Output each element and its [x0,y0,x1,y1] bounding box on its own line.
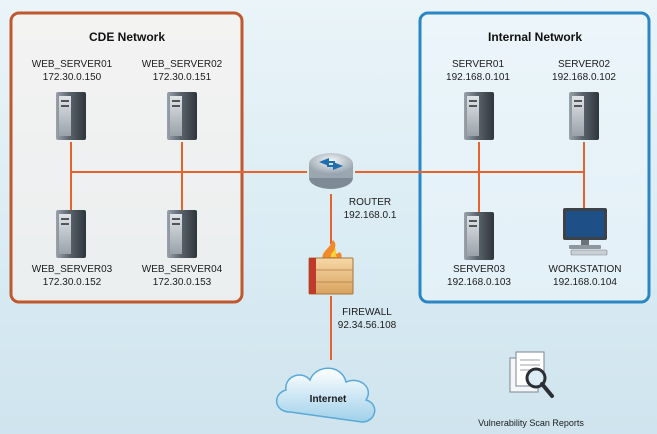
internal-network-box [418,11,651,304]
server-name: SERVER03 [452,264,506,275]
workstation-name: WORKSTATION [548,264,622,275]
server-icon [569,92,599,140]
server-name: WEB_SERVER04 [141,264,223,275]
internal-network-title: Internal Network [487,30,583,44]
cde-network-box [9,11,244,304]
server-name: WEB_SERVER01 [31,59,113,70]
server-ip: 172.30.0.151 [152,72,212,83]
firewall-ip: 92.34.56.108 [337,320,397,331]
server-name: SERVER02 [557,59,611,70]
server-icon [464,92,494,140]
internet-label: Internet [309,394,347,405]
workstation-ip: 192.168.0.104 [553,277,617,288]
server-icon [464,212,494,260]
workstation-icon [563,208,608,256]
server-ip: 172.30.0.150 [42,72,102,83]
server-name: WEB_SERVER03 [31,264,113,275]
reports-label: Vulnerability Scan Reports [478,418,584,428]
server-ip: 192.168.0.103 [447,277,511,288]
server-icon [167,92,197,140]
server-name: SERVER01 [451,59,505,70]
vulnerability-reports-icon [509,351,554,398]
firewall-name: FIREWALL [342,307,392,318]
router-icon [309,153,353,189]
router-name: ROUTER [348,197,392,208]
server-ip: 192.168.0.101 [446,72,510,83]
firewall-icon [308,240,354,295]
server-ip: 172.30.0.153 [152,277,212,288]
server-icon [56,92,86,140]
server-ip: 192.168.0.102 [552,72,616,83]
server-ip: 172.30.0.152 [42,277,102,288]
router-ip: 192.168.0.1 [343,210,397,221]
server-icon [167,210,197,258]
network-links [70,142,585,360]
internet-cloud-icon [276,367,376,423]
server-icon [56,210,86,258]
cde-network-title: CDE Network [88,30,166,44]
server-name: WEB_SERVER02 [141,59,223,70]
